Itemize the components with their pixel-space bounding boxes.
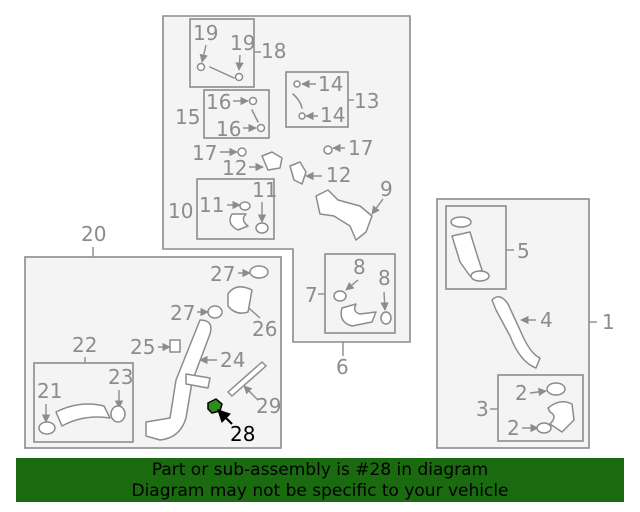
part-14-hose <box>292 80 306 120</box>
callout-8-b: 8 <box>378 266 391 290</box>
callout-19-a: 19 <box>193 21 218 45</box>
part-21-hose <box>38 403 126 435</box>
leader-19-b <box>235 54 244 71</box>
group-22-frame <box>33 362 134 443</box>
part-12-valve-left <box>237 147 283 171</box>
callout-6: 6 <box>336 355 349 379</box>
callout-23: 23 <box>108 365 133 389</box>
callout-2-a: 2 <box>515 381 528 405</box>
callout-10: 10 <box>168 199 193 223</box>
group-10-frame <box>196 178 275 240</box>
part-9-bracket <box>315 189 373 241</box>
callout-22: 22 <box>72 333 97 357</box>
part-8-hose <box>333 290 392 327</box>
callout-16-a: 16 <box>206 90 231 114</box>
callout-26: 26 <box>252 317 277 341</box>
part-24-pipe <box>145 319 212 441</box>
callout-27-b: 27 <box>170 301 195 325</box>
part-24-branch <box>185 373 211 389</box>
callout-18: 18 <box>261 39 286 63</box>
callout-1: 1 <box>602 310 615 334</box>
group-18-frame <box>189 18 255 88</box>
callout-8-a: 8 <box>353 255 366 279</box>
callout-29: 29 <box>256 394 281 418</box>
callout-20: 20 <box>81 222 106 246</box>
callout-12-b: 12 <box>326 163 351 187</box>
part-16-clip <box>248 96 266 133</box>
callout-14-a: 14 <box>318 72 343 96</box>
callout-25: 25 <box>130 335 155 359</box>
group-3-frame <box>497 374 584 442</box>
part-5-intake-hose <box>450 216 490 282</box>
part-29-rod <box>227 361 267 397</box>
part-26-hose <box>227 286 253 314</box>
callout-4: 4 <box>540 308 553 332</box>
callout-28: 28 <box>230 422 255 446</box>
callout-19-b: 19 <box>230 31 255 55</box>
part-27-clamp-top <box>249 265 269 279</box>
part-19-hose-clamp <box>196 62 244 82</box>
notice-banner: Part or sub-assembly is #28 in diagram D… <box>16 458 624 502</box>
part-2-hose <box>536 382 575 434</box>
leader-19-a <box>199 44 208 63</box>
callout-11-a: 11 <box>199 193 224 217</box>
callout-5: 5 <box>517 239 530 263</box>
leader-28 <box>217 409 233 425</box>
callout-21: 21 <box>37 379 62 403</box>
group-15-frame <box>203 89 270 139</box>
callout-17-a: 17 <box>192 141 217 165</box>
callout-7: 7 <box>305 283 318 307</box>
callout-24: 24 <box>220 348 245 372</box>
callout-2-b: 2 <box>507 416 520 440</box>
group-5-frame <box>445 205 507 290</box>
part-12-valve-right <box>289 145 333 185</box>
notice-line-1: Part or sub-assembly is #28 in diagram <box>151 460 489 480</box>
callout-14-b: 14 <box>320 103 345 127</box>
part-4-tube <box>491 296 541 369</box>
callout-13: 13 <box>354 89 379 113</box>
callout-27-a: 27 <box>210 262 235 286</box>
part-27-clamp-mid <box>207 305 223 319</box>
part-11-hose <box>229 201 269 234</box>
callout-15: 15 <box>175 105 200 129</box>
notice-line-2: Diagram may not be specific to your vehi… <box>131 481 509 501</box>
part-25-bracket <box>169 339 181 353</box>
callout-9: 9 <box>380 177 393 201</box>
callout-3: 3 <box>476 397 489 421</box>
callout-12-a: 12 <box>222 156 247 180</box>
callout-11-b: 11 <box>252 178 277 202</box>
callout-16-b: 16 <box>216 117 241 141</box>
callout-17-b: 17 <box>348 136 373 160</box>
